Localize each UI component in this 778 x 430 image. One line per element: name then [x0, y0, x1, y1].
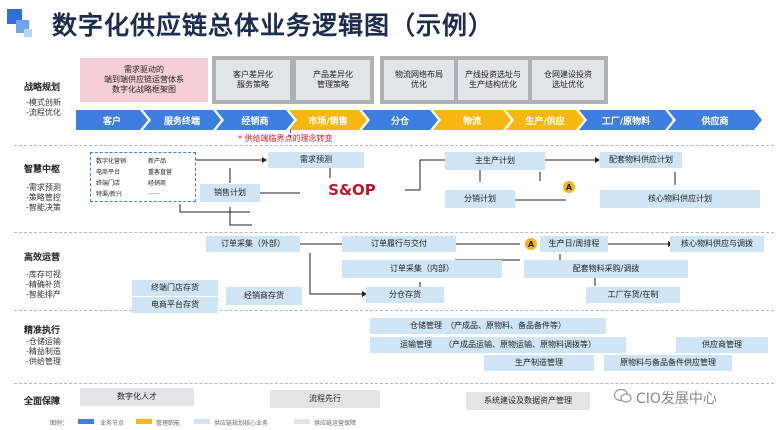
section-hub-sub-1: -需求预测: [26, 183, 61, 192]
channel-item: 新产品: [148, 158, 167, 165]
distribution-plan-box: 分销计划: [445, 190, 515, 208]
material-supply-management-box: 原物料与备品备件供应管理: [604, 355, 732, 371]
order-collect-internal-box: 订单采集（内部）: [342, 260, 502, 278]
chain-supplier: 供应商: [668, 110, 762, 130]
legend-swatch-light: [194, 419, 210, 424]
network-layout-box: 物流网络布局 优化: [384, 60, 454, 100]
digital-talent-box: 数字化人才: [80, 388, 194, 406]
watermark-text: CIO发展中心: [636, 391, 717, 407]
chain-dc: 分仓: [362, 110, 438, 130]
sop-label: S&OP: [328, 181, 376, 199]
supplier-management-box: 供应商管理: [676, 337, 768, 353]
section-exec-sub-3: -供给管理: [26, 357, 61, 366]
chain-customer: 客户: [76, 110, 148, 130]
chain-service-terminal: 服务终端: [143, 110, 221, 130]
channel-list: [90, 152, 196, 202]
manufacturing-management-box: 生产制造管理: [484, 355, 594, 371]
channel-item: 终端门店: [96, 180, 121, 187]
sales-plan-box: 销售计划: [200, 184, 260, 202]
section-support: 全面保障: [24, 397, 61, 407]
channel-item: 重客直营: [148, 169, 173, 176]
channel-item: 电商平台: [96, 169, 121, 176]
parts-supply-plan-box: 配套物料供应计划: [600, 152, 682, 168]
master-plan-box: 主生产计划: [445, 152, 545, 170]
divider-2: [14, 232, 774, 233]
terminal-stock-box: 终端门店存货: [132, 280, 218, 296]
chain-dealer: 经销商: [216, 110, 294, 130]
legend-swatch-blue: [78, 419, 94, 424]
section-ops-sub-2: -精确补货: [26, 280, 61, 289]
process-first-box: 流程先行: [270, 390, 380, 408]
section-strategy-sub-1: -模式创新: [26, 98, 61, 107]
legend-core: 供应链规划核心业务: [214, 420, 269, 427]
channel-item: ……: [148, 189, 160, 196]
divider-3: [14, 310, 774, 311]
boundary-marker: [290, 130, 291, 138]
chain-market-sales: 市场/销售: [289, 110, 367, 130]
section-ops-sub-1: -库存可视: [26, 270, 61, 279]
section-hub-sub-2: -策略管控: [26, 193, 61, 202]
channel-item: 特渠/新兴: [96, 191, 123, 198]
page-title: 数字化供应链总体业务逻辑图（示例）: [52, 11, 495, 40]
dealer-stock-box: 经销商存货: [226, 287, 302, 305]
legend-swatch-gray: [294, 419, 310, 424]
chain-factory-material: 工厂/原物料: [579, 110, 673, 130]
section-strategy: 战略规划: [24, 83, 61, 93]
section-ops: 高效运营: [24, 253, 61, 263]
legend-business-node: 业务节点: [100, 420, 125, 427]
warehouse-management-box: 仓储管理 （产成品、原物料、备品备件等）: [370, 318, 606, 334]
boundary-note: * 供给端临界点的理念转变: [238, 134, 333, 143]
legend-title: 图例：: [50, 420, 69, 427]
customer-strategy-box: 客户差异化 服务策略: [216, 60, 290, 100]
warehouse-investment-box: 仓网建设投资 选址优化: [532, 60, 604, 100]
section-exec: 精准执行: [24, 326, 61, 336]
parts-purchase-box: 配套物料采购/调拨: [524, 260, 688, 278]
section-exec-sub-2: -精益制造: [26, 347, 61, 356]
order-fulfillment-box: 订单履行与交付: [342, 236, 456, 252]
legend-swatch-yellow: [136, 419, 152, 424]
chain-logistics: 物流: [433, 110, 511, 130]
production-schedule-box: 生产日/周排程: [540, 236, 608, 252]
dc-stock-box: 分仓存货: [366, 287, 444, 303]
section-strategy-sub-2: -流程优化: [26, 108, 61, 117]
section-hub: 智慧中枢: [24, 165, 61, 175]
chain-production-supply: 生产/供应: [506, 110, 584, 130]
a-marker-icon: A: [563, 181, 575, 193]
core-supply-plan-box: 核心物料供应计划: [600, 190, 760, 208]
demand-forecast-box: 需求预测: [268, 152, 364, 168]
channel-item: 经销商: [148, 180, 167, 187]
divider-1: [14, 145, 774, 146]
core-material-supply-box: 核心物料供应与调拨: [670, 236, 764, 252]
a-marker-icon: A: [525, 238, 537, 250]
product-strategy-box: 产品差异化 管理策略: [296, 60, 370, 100]
legend-management: 管理职能: [156, 420, 181, 427]
section-hub-sub-3: -智能决策: [26, 203, 61, 212]
section-exec-sub-1: -仓储运输: [26, 337, 61, 346]
legend-support: 供应链运营保障: [314, 420, 357, 427]
production-investment-box: 产线投资选址与 生产结构优化: [458, 60, 528, 100]
system-data-box: 系统建设及数据资产管理: [466, 392, 590, 410]
ecommerce-stock-box: 电商平台存货: [132, 297, 218, 313]
watermark: CIO发展中心: [613, 388, 717, 408]
transport-management-box: 运输管理 （产成品运输、原物运输、原物料调拨等）: [370, 337, 626, 353]
strategy-framework-box: 需求驱动的 端到端供应链运营体系 数字化战略框架图: [80, 58, 208, 102]
divider-4: [14, 383, 774, 384]
order-collect-external-box: 订单采集（外部）: [206, 236, 300, 252]
section-ops-sub-3: -智能排产: [26, 290, 61, 299]
logo-square-light: [24, 29, 32, 37]
channel-item: 数字化营销: [96, 158, 127, 165]
factory-stock-box: 工厂存货/在制: [586, 287, 680, 303]
wechat-icon: [613, 388, 632, 408]
